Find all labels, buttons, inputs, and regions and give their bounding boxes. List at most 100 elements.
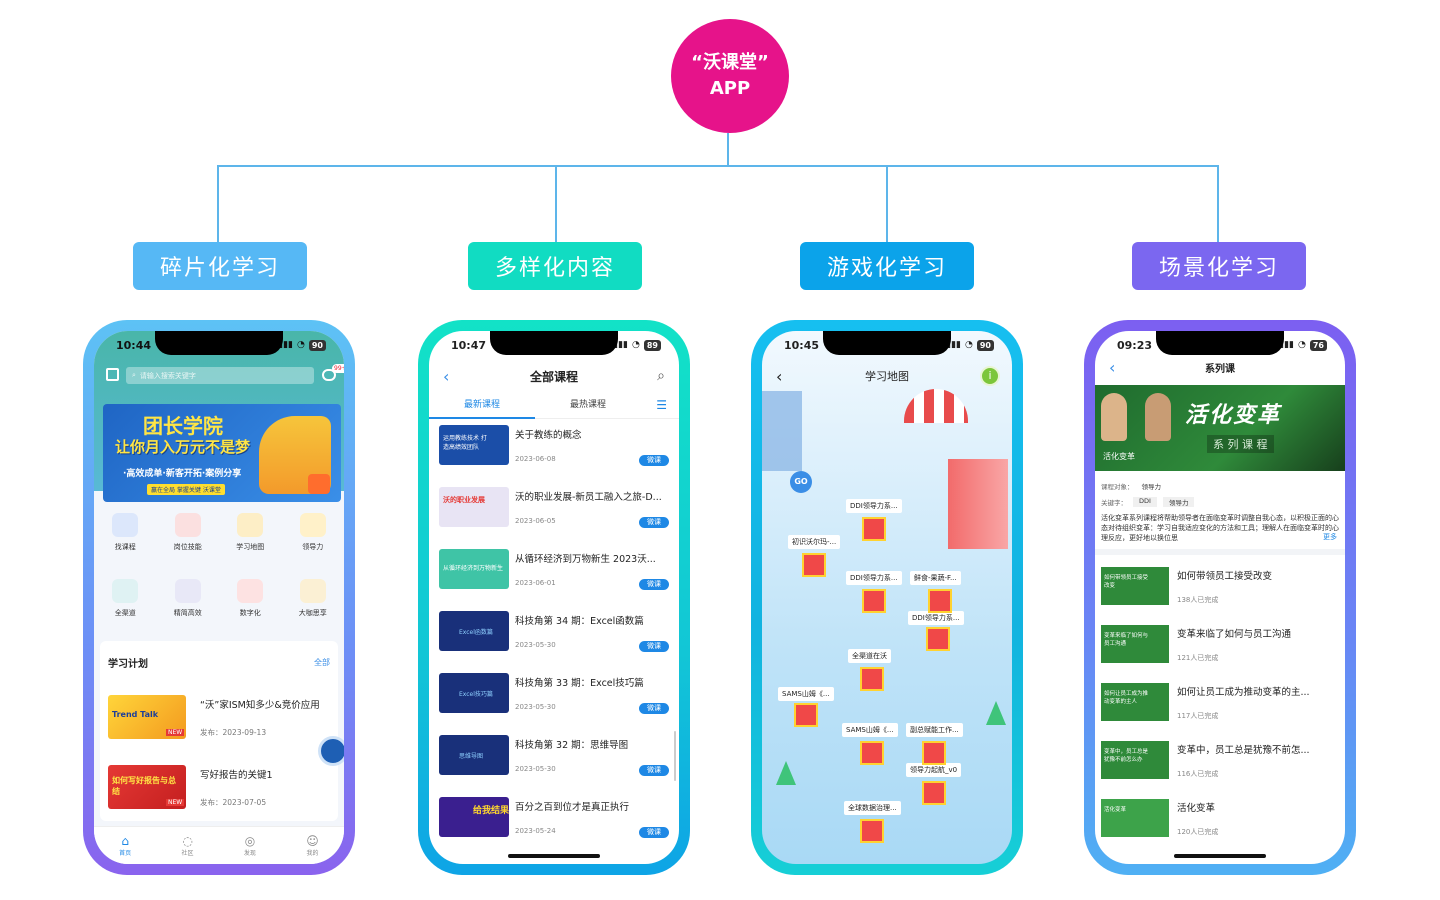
- thumbnail-text: Excel函数篇: [459, 629, 493, 636]
- root-app-node: “沃课堂” APP: [671, 19, 789, 133]
- floating-assistant-button[interactable]: [318, 736, 344, 766]
- search-input[interactable]: ⌕ 请输入搜索关键字: [126, 367, 314, 384]
- lesson-item[interactable]: 变革中，员工总是犹豫不前怎么办 变革中，员工总是犹豫不前怎... 116人已完成: [1101, 741, 1339, 799]
- tab-latest-courses[interactable]: 最新课程: [429, 393, 535, 419]
- community-icon: ◌: [182, 834, 193, 848]
- page-title: 学习地图: [865, 370, 909, 383]
- profile-icon: ☺: [306, 834, 319, 848]
- course-tabs: 最新课程 最热课程 ☰: [429, 393, 679, 419]
- course-row[interactable]: Excel函数篇 科技角第 34 期：Excel函数篇 2023-05-30 微…: [439, 611, 669, 673]
- lesson-item[interactable]: 活化变革 活化变革 120人已完成: [1101, 799, 1339, 857]
- notch: [490, 331, 618, 355]
- scrollbar[interactable]: [674, 731, 676, 781]
- plan-title: 写好报告的关键1: [200, 770, 273, 781]
- banner-bullets: ·高效成单·新客开拓·案例分享: [123, 469, 242, 479]
- battery-icon: 76: [1309, 339, 1327, 351]
- phone-series-course: 09:23 ▮▮▮◔76 ‹ 系列课 活化变革 系 列 课 程 活化变革 课程对…: [1084, 320, 1356, 875]
- course-title: 从循环经济到万物新生 2023沃...: [515, 554, 656, 565]
- search-icon[interactable]: ⌕: [657, 368, 665, 384]
- lesson-item[interactable]: 如何带领员工接受改变 如何带领员工接受改变 138人已完成: [1101, 567, 1339, 625]
- course-date: 2023-05-30: [515, 765, 556, 773]
- wifi-icon: ◔: [965, 340, 973, 350]
- phone-learning-map: 10:45 ▮▮▮◔90 ‹ 学习地图 i GO DDI领导力系... 初识沃尔…: [751, 320, 1023, 875]
- course-date: 2023-05-30: [515, 703, 556, 711]
- plan-item[interactable]: 如何写好报告与总结 NEW 写好报告的关键1 发布：2023-07-05: [108, 765, 330, 813]
- quick-link-leadership[interactable]: 领导力: [284, 513, 342, 552]
- map-node[interactable]: 领导力起航_v0: [906, 763, 962, 777]
- micro-course-tag: 微课: [639, 455, 669, 466]
- scan-icon[interactable]: [106, 368, 119, 381]
- map-node[interactable]: 全渠道在沃: [848, 649, 891, 663]
- lesson-thumbnail: [1101, 799, 1169, 837]
- root-subtitle: APP: [709, 78, 751, 99]
- map-node[interactable]: 副总赋能工作...: [906, 723, 963, 737]
- category-gamified-learning: 游戏化学习: [800, 242, 974, 290]
- sort-icon[interactable]: ☰: [656, 398, 667, 412]
- plan-item[interactable]: Trend Talk NEW “沃”家ISM知多少&竞价应用 发布：2023-0…: [108, 695, 330, 743]
- map-node[interactable]: DDI领导力系...: [846, 499, 902, 513]
- course-row[interactable]: Excel技巧篇 科技角第 33 期：Excel技巧篇 2023-05-30 微…: [439, 673, 669, 735]
- gift-box-icon: [922, 781, 946, 805]
- tree-connector: [727, 133, 729, 166]
- umbrella-illustration: [904, 389, 968, 423]
- message-badge: 99+: [332, 364, 344, 373]
- map-node[interactable]: 全球数据治理...: [844, 801, 901, 815]
- phone-all-courses: 10:47 ▮▮▮◔89 ‹ 全部课程 ⌕ 最新课程 最热课程 ☰ 运用教练技术…: [418, 320, 690, 875]
- gift-box-icon: [862, 589, 886, 613]
- quick-link-learning-map[interactable]: 学习地图: [221, 513, 279, 552]
- gift-box-icon: [928, 589, 952, 613]
- quick-link-expert-share[interactable]: 大咖思享: [284, 579, 342, 618]
- target-label: 课程对象：: [1101, 483, 1134, 491]
- keyword-tag: DDI: [1133, 497, 1157, 507]
- phone-courses-screen: 10:47 ▮▮▮◔89 ‹ 全部课程 ⌕ 最新课程 最热课程 ☰ 运用教练技术…: [429, 331, 679, 864]
- quick-link-digital[interactable]: 数字化: [221, 579, 279, 618]
- more-link[interactable]: 更多: [1321, 532, 1337, 542]
- signal-icon: ▮▮▮: [613, 340, 628, 350]
- quick-link-find-course[interactable]: 找课程: [96, 513, 154, 552]
- map-node[interactable]: 鲜食-果蔬-F...: [910, 571, 961, 585]
- tab-popular-courses[interactable]: 最热课程: [569, 400, 606, 410]
- calendar-icon: [308, 474, 330, 494]
- building-illustration: [762, 391, 802, 471]
- course-title: 科技角第 34 期：Excel函数篇: [515, 616, 644, 627]
- tab-profile[interactable]: ☺我的: [306, 834, 319, 857]
- quick-link-efficient[interactable]: 精简高效: [159, 579, 217, 618]
- lesson-item[interactable]: 如何让员工成为推动变革的主人 如何让员工成为推动变革的主... 117人已完成: [1101, 683, 1339, 741]
- message-icon[interactable]: [322, 369, 336, 381]
- info-icon[interactable]: i: [980, 366, 1000, 386]
- quick-link-label: 岗位技能: [173, 543, 202, 551]
- signal-icon: ▮▮▮: [1279, 340, 1294, 350]
- map-node[interactable]: DDI领导力系...: [846, 571, 902, 585]
- back-chevron-icon[interactable]: ‹: [776, 366, 783, 386]
- home-indicator: [1174, 854, 1266, 858]
- course-row[interactable]: 沃的职业发展 沃的职业发展-新员工融入之旅-D... 2023-06-05 微课: [439, 487, 669, 549]
- map-node[interactable]: SAMS山姆《...: [778, 687, 834, 701]
- back-chevron-icon[interactable]: ‹: [443, 366, 450, 386]
- go-start-marker[interactable]: GO: [790, 471, 812, 493]
- lesson-completions: 121人已完成: [1177, 654, 1219, 662]
- map-node[interactable]: SAMS山姆《...: [842, 723, 898, 737]
- tab-home[interactable]: ⌂首页: [119, 834, 131, 857]
- quick-links-row-2: 全渠道 精简高效 数字化 大咖思享: [94, 579, 344, 618]
- quick-link-omnichannel[interactable]: 全渠道: [96, 579, 154, 618]
- course-row[interactable]: 思维导图 科技角第 32 期：思维导图 2023-05-30 微课: [439, 735, 669, 797]
- course-row[interactable]: 给我结果 百分之百到位才是真正执行 2023-05-24 微课: [439, 797, 669, 859]
- status-time: 09:23: [1117, 338, 1153, 352]
- page-title: 系列课: [1205, 363, 1235, 375]
- map-node[interactable]: 初识沃尔玛-...: [788, 535, 841, 549]
- tab-community[interactable]: ◌社区: [182, 834, 194, 857]
- course-row[interactable]: 从循环经济到万物新生 从循环经济到万物新生 2023沃... 2023-06-0…: [439, 549, 669, 611]
- thumbnail-text: 沃的职业发展: [443, 496, 485, 504]
- promo-banner[interactable]: 团长学院 让你月入万元不是梦 ·高效成单·新客开拓·案例分享 赢在全局 掌握关键…: [103, 404, 341, 502]
- wifi-icon: ◔: [1298, 340, 1306, 350]
- course-row[interactable]: 运用教练技术 打造高绩效团队 关于教练的概念 2023-06-08 微课: [439, 425, 669, 487]
- lesson-item[interactable]: 变革来临了如何与员工沟通 变革来临了如何与员工沟通 121人已完成: [1101, 625, 1339, 683]
- tab-discover[interactable]: ◎发现: [244, 834, 256, 857]
- lesson-completions: 117人已完成: [1177, 712, 1219, 720]
- course-meta: 课程对象：领导力 关键字： DDI 领导力: [1101, 481, 1339, 507]
- back-chevron-icon[interactable]: ‹: [1109, 357, 1116, 377]
- nav-header: ‹ 全部课程 ⌕: [429, 359, 679, 393]
- quick-link-job-skill[interactable]: 岗位技能: [159, 513, 217, 552]
- study-plan-all-link[interactable]: 全部: [314, 658, 330, 667]
- map-node[interactable]: DDI领导力系...: [908, 611, 964, 625]
